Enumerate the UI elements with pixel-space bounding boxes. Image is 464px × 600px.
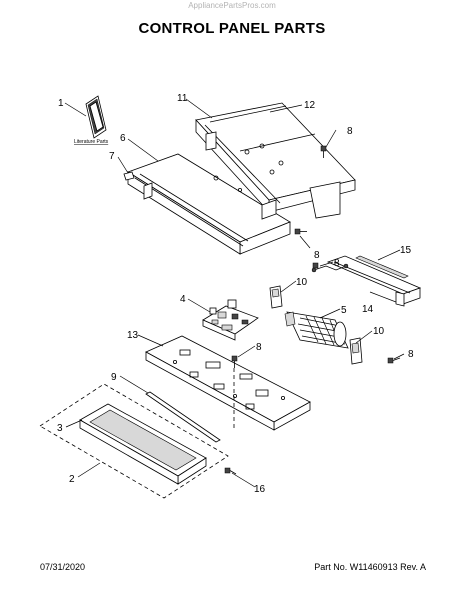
- callout-10-right: 10: [373, 326, 385, 337]
- callout-8-top: 8: [347, 126, 353, 137]
- leader-lines: [64, 98, 405, 488]
- screw-8-middle: [294, 228, 307, 235]
- callout-2: 2: [69, 474, 75, 485]
- watermark: AppliancePartsPros.com: [188, 1, 276, 10]
- callout-8-lower: 8: [408, 349, 414, 360]
- footer-part-number: Part No. W11460913 Rev. A: [314, 562, 426, 572]
- top-cover-panel: [195, 102, 356, 219]
- mounting-bracket-10b: [349, 337, 363, 365]
- assembly-boundary: [39, 383, 229, 499]
- callout-13: 13: [127, 330, 139, 341]
- callout-6: 6: [120, 133, 126, 144]
- callout-5: 5: [341, 305, 347, 316]
- literature-label: Literature Parts: [74, 139, 109, 145]
- callout-8-right: 8: [334, 258, 340, 269]
- shield-plate: [145, 335, 311, 431]
- screw-16: [224, 467, 237, 475]
- callout-11: 11: [177, 93, 188, 104]
- callout-14: 14: [362, 304, 374, 315]
- callout-7: 7: [109, 151, 115, 162]
- spacer-strip: [145, 391, 221, 443]
- wire-harness-14: [311, 263, 349, 273]
- clip-part-7: [123, 171, 135, 181]
- cooling-fan: [284, 311, 349, 349]
- callout-1: 1: [58, 98, 64, 109]
- callout-9: 9: [111, 372, 117, 383]
- footer-date: 07/31/2020: [40, 562, 86, 572]
- callout-4: 4: [180, 294, 186, 305]
- callout-16: 16: [254, 484, 266, 495]
- callout-3: 3: [57, 423, 63, 434]
- screw-8-shield: [231, 355, 238, 368]
- callout-12: 12: [304, 100, 316, 111]
- touch-display-glass: [79, 403, 207, 485]
- screw-8-right-upper: [312, 262, 319, 269]
- literature-booklet: [85, 95, 107, 139]
- electronic-control-board: [202, 299, 259, 341]
- callout-15: 15: [400, 245, 412, 256]
- callout-8-shield: 8: [256, 342, 262, 353]
- screw-8-top: [320, 145, 327, 158]
- callout-8-middle: 8: [314, 250, 320, 261]
- mounting-bracket-10a: [269, 285, 283, 309]
- screw-8-right-lower: [387, 357, 401, 364]
- callout-10-left: 10: [296, 277, 308, 288]
- control-panel-housing: [127, 153, 291, 255]
- page-title: CONTROL PANEL PARTS: [138, 20, 326, 37]
- control-bracket: [326, 255, 422, 307]
